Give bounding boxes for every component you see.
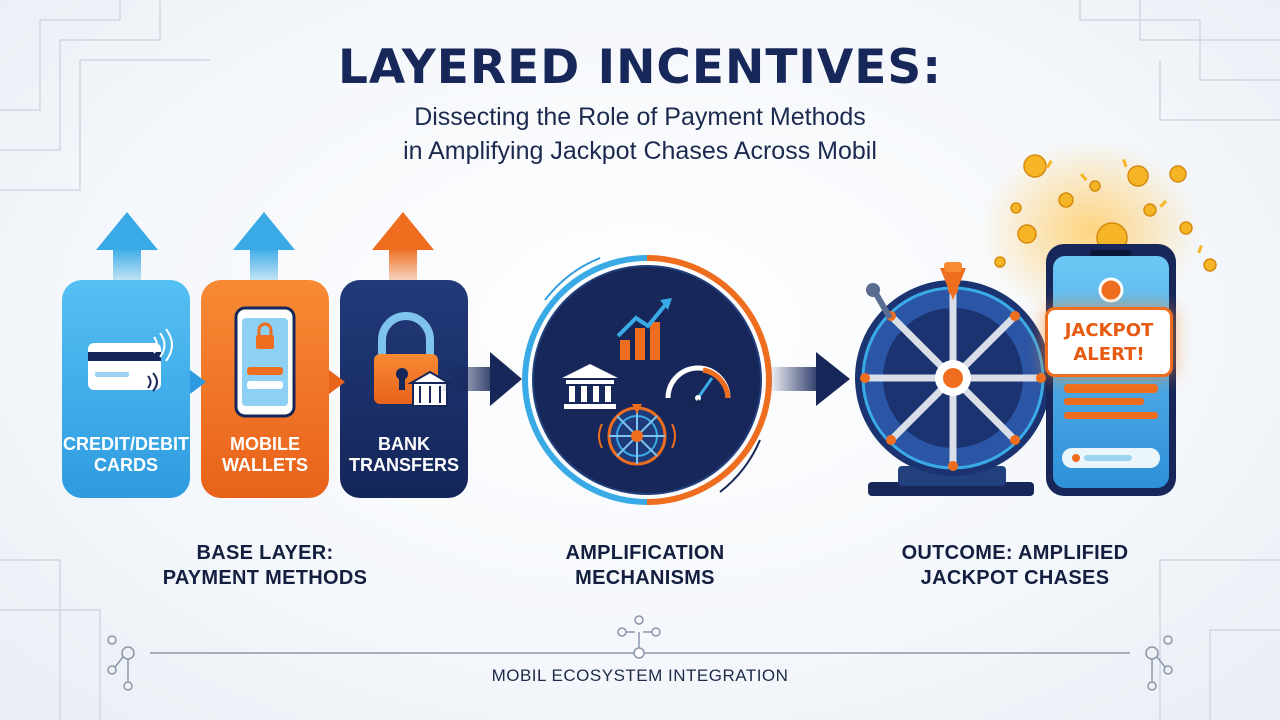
amplification-line-2: MECHANISMS [575,567,715,589]
subtitle-line-1: Dissecting the Role of Payment Methods [414,103,866,131]
outcome-line-2: JACKPOT CHASES [920,567,1110,589]
page-title: LAYERED INCENTIVES: [337,40,943,95]
bank-building-icon [562,364,618,409]
mobile-wallet-label: MOBILE WALLETS [222,434,308,475]
amplification-label: AMPLIFICATION MECHANISMS [500,541,790,591]
subtitle-line-2: in Amplifying Jackpot Chases Across Mobi… [403,137,877,165]
mini-wheel-icon [598,404,676,466]
bank-transfer-tile-text: BANK TRANSFERS [340,0,468,720]
bank-transfer-label: BANK TRANSFERS [348,434,459,475]
outcome-line-1: OUTCOME: AMPLIFIED [901,542,1129,564]
flow-arrow-1-icon [440,352,522,406]
mobile-phone-lock-icon [234,306,296,418]
amplification-circle [522,255,772,505]
amplification-line-1: AMPLIFICATION [565,542,725,564]
mobile-wallet-tile-text: MOBILE WALLETS [201,0,329,720]
base-layer-label: BASE LAYER: PAYMENT METHODS [120,541,410,591]
base-layer-line-1: BASE LAYER: [196,542,334,564]
ecosystem-network-line [107,615,1173,691]
growth-chart-icon [616,298,672,360]
flow-arrow-2-icon [770,352,850,406]
outcome-label: OUTCOME: AMPLIFIED JACKPOT CHASES [860,541,1170,591]
jackpot-wheel-icon [855,262,1051,496]
jackpot-alert-badge: JACKPOT ALERT! [1045,307,1173,377]
base-layer-line-2: PAYMENT METHODS [162,567,368,589]
credit-card-icon [88,328,173,392]
gauge-icon: MAZK [665,365,731,406]
footer-label: MOBIL ECOSYSTEM INTEGRATION [491,666,789,685]
gauge-mark-text: MAZK [690,399,710,406]
credit-card-label: CREDIT/DEBIT CARDS [63,434,189,475]
credit-card-tile-text: CREDIT/DEBIT CARDS [62,0,190,720]
